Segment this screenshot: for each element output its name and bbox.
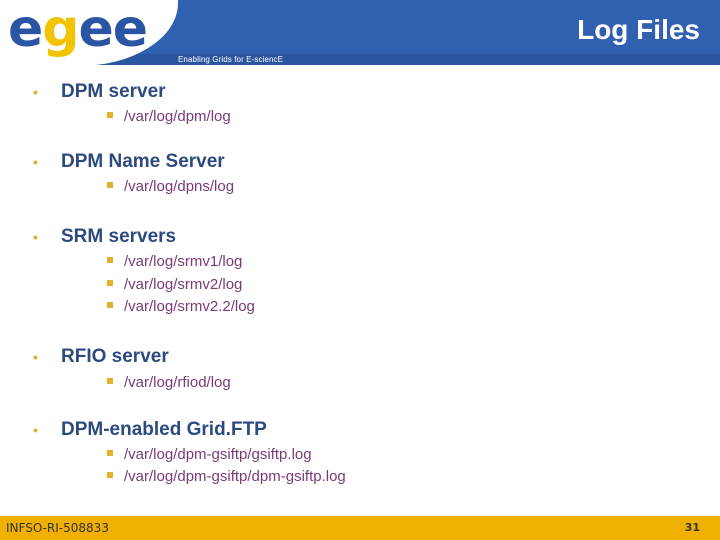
bullet-icon: • bbox=[33, 84, 38, 100]
square-bullet-icon bbox=[107, 280, 113, 287]
page-number: 31 bbox=[684, 521, 700, 534]
bullet-icon: • bbox=[33, 154, 38, 170]
square-bullet-icon bbox=[107, 257, 113, 264]
sub-item-text: /var/log/dpm-gsiftp/dpm-gsiftp.log bbox=[124, 468, 346, 485]
header-strip bbox=[0, 54, 720, 65]
sub-item-text: /var/log/srmv1/log bbox=[124, 253, 243, 270]
bullet-label: DPM server bbox=[61, 81, 166, 102]
square-bullet-icon bbox=[107, 182, 113, 189]
footer-bar: INFSO-RI-508833 31 bbox=[0, 516, 720, 540]
slide-title: Log Files bbox=[577, 14, 700, 45]
square-bullet-icon bbox=[107, 450, 113, 457]
sub-item-text: /var/log/dpm-gsiftp/gsiftp.log bbox=[124, 446, 312, 463]
bullet-label: DPM-enabled Grid.FTP bbox=[61, 419, 267, 440]
sub-item: /var/log/rfiod/log bbox=[107, 374, 231, 392]
bullet-icon: • bbox=[33, 422, 38, 438]
bullet-label: RFIO server bbox=[61, 346, 169, 367]
logo-letter-g: g bbox=[42, 0, 79, 59]
sub-item: /var/log/srmv2.2/log bbox=[107, 298, 255, 316]
egee-logo: egee bbox=[8, 0, 148, 64]
sub-item-text: /var/log/srmv2/log bbox=[124, 276, 243, 293]
square-bullet-icon bbox=[107, 472, 113, 479]
sub-item: /var/log/dpns/log bbox=[107, 178, 234, 196]
square-bullet-icon bbox=[107, 112, 113, 119]
sub-item-text: /var/log/dpm/log bbox=[124, 108, 231, 125]
sub-item: /var/log/srmv2/log bbox=[107, 276, 242, 294]
sub-item-text: /var/log/dpns/log bbox=[124, 178, 235, 195]
sub-item-text: /var/log/srmv2.2/log bbox=[124, 298, 255, 315]
square-bullet-icon bbox=[107, 302, 113, 309]
bullet-label: SRM servers bbox=[61, 226, 177, 247]
sub-item: /var/log/dpm-gsiftp/gsiftp.log bbox=[107, 446, 312, 464]
bullet-icon: • bbox=[33, 349, 38, 365]
project-id: INFSO-RI-508833 bbox=[6, 521, 109, 535]
logo-letter-e3: e bbox=[112, 0, 148, 59]
bullet-icon: • bbox=[33, 229, 38, 245]
logo-letter-e2: e bbox=[78, 0, 114, 59]
logo-letter-e1: e bbox=[8, 0, 43, 59]
tagline: Enabling Grids for E-sciencE bbox=[178, 55, 284, 64]
sub-item-text: /var/log/rfiod/log bbox=[124, 374, 231, 391]
square-bullet-icon bbox=[107, 378, 113, 385]
sub-item: /var/log/dpm-gsiftp/dpm-gsiftp.log bbox=[107, 468, 346, 486]
sub-item: /var/log/dpm/log bbox=[107, 108, 231, 126]
sub-item: /var/log/srmv1/log bbox=[107, 253, 242, 271]
bullet-label: DPM Name Server bbox=[61, 151, 225, 172]
